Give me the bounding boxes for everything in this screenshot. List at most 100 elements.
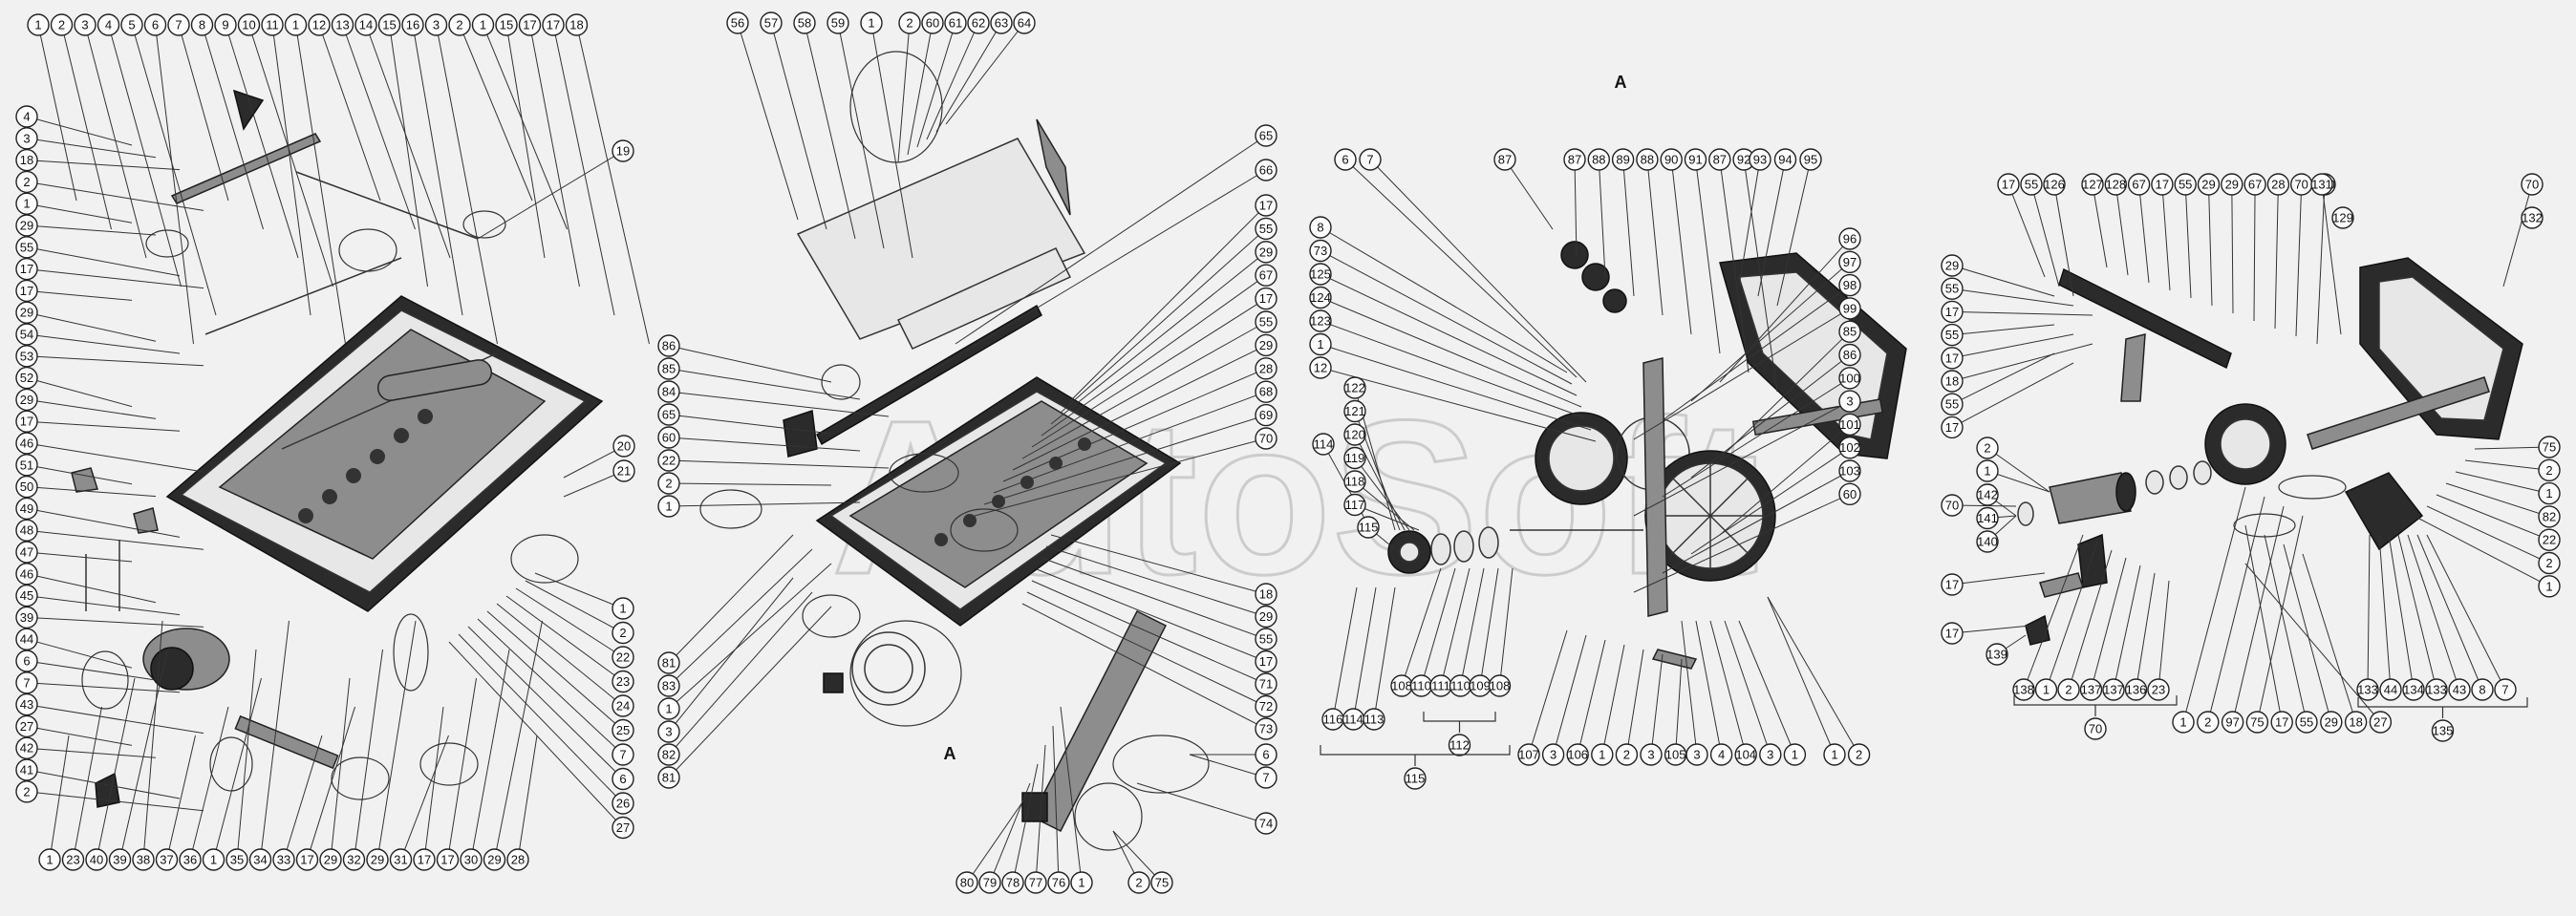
part-callout[interactable]: 1 [1783, 743, 1807, 766]
part-callout[interactable]: 132 [2521, 206, 2544, 229]
part-callout[interactable]: 41 [15, 758, 38, 781]
part-callout[interactable]: 17 [1941, 622, 1964, 645]
part-callout[interactable]: 1 [612, 597, 634, 620]
part-callout[interactable]: 88 [1636, 148, 1659, 171]
part-callout[interactable]: 53 [15, 345, 38, 368]
part-callout[interactable]: 33 [272, 848, 295, 871]
part-callout[interactable]: 3 [1640, 743, 1663, 766]
part-callout[interactable]: 29 [2320, 711, 2343, 734]
part-callout[interactable]: 37 [155, 848, 179, 871]
part-callout[interactable]: 133 [2425, 678, 2448, 701]
part-callout[interactable]: 11 [261, 13, 284, 36]
part-callout[interactable]: 22 [657, 449, 680, 472]
part-callout[interactable]: 27 [612, 816, 634, 840]
part-callout[interactable]: 70 [1255, 427, 1277, 450]
part-callout[interactable]: 7 [1359, 148, 1382, 171]
part-callout[interactable]: 50 [15, 475, 38, 499]
part-callout[interactable]: 62 [967, 11, 990, 34]
part-callout[interactable]: 17 [1255, 194, 1277, 217]
part-callout[interactable]: 17 [1255, 287, 1277, 310]
part-callout[interactable]: 67 [2243, 173, 2266, 196]
part-callout[interactable]: 84 [657, 380, 680, 403]
part-callout[interactable]: 2 [657, 472, 680, 495]
part-callout[interactable]: 3 [74, 13, 97, 36]
part-callout[interactable]: 18 [15, 148, 38, 172]
part-callout[interactable]: 127 [2081, 173, 2104, 196]
part-callout[interactable]: 75 [2245, 711, 2269, 734]
part-callout[interactable]: 104 [1734, 743, 1757, 766]
part-callout[interactable]: 65 [657, 403, 680, 426]
part-callout[interactable]: 17 [1941, 347, 1964, 370]
part-callout[interactable]: 1 [1976, 459, 1999, 482]
part-callout[interactable]: 1 [2538, 575, 2561, 598]
part-callout[interactable]: 142 [1976, 483, 1999, 506]
part-callout[interactable]: 68 [1255, 380, 1277, 403]
part-callout[interactable]: 76 [1047, 871, 1070, 894]
part-callout[interactable]: 35 [225, 848, 248, 871]
part-callout[interactable]: 2 [2057, 678, 2080, 701]
part-callout[interactable]: 87 [1493, 148, 1516, 171]
part-callout[interactable]: 12 [1309, 356, 1332, 379]
part-callout[interactable]: 60 [1838, 482, 1861, 505]
part-callout[interactable]: 73 [1309, 239, 1332, 263]
part-callout[interactable]: 3 [1759, 743, 1782, 766]
part-callout[interactable]: 136 [2124, 678, 2148, 701]
part-callout[interactable]: 1 [860, 11, 883, 34]
part-callout[interactable]: 1 [1823, 743, 1846, 766]
part-callout[interactable]: 2 [1847, 743, 1871, 766]
part-callout[interactable]: 85 [1838, 320, 1861, 343]
part-callout[interactable]: 4 [15, 105, 38, 128]
part-callout[interactable]: 1 [284, 13, 308, 36]
part-callout[interactable]: 79 [978, 871, 1001, 894]
part-callout[interactable]: 1 [1591, 743, 1614, 766]
part-callout[interactable]: 52 [15, 366, 38, 390]
part-callout[interactable]: 1 [38, 848, 61, 871]
part-callout[interactable]: 17 [295, 848, 319, 871]
part-callout[interactable]: 38 [132, 848, 155, 871]
part-callout[interactable]: 129 [2331, 206, 2354, 229]
part-callout[interactable]: 17 [542, 13, 565, 36]
part-callout[interactable]: 1 [2538, 481, 2561, 505]
part-callout[interactable]: 133 [2356, 678, 2379, 701]
part-callout[interactable]: 3 [1685, 743, 1708, 766]
part-callout[interactable]: 111 [1429, 674, 1452, 697]
part-callout[interactable]: 18 [2344, 711, 2368, 734]
part-callout[interactable]: 22 [612, 646, 634, 669]
part-callout[interactable]: 34 [248, 848, 272, 871]
part-callout[interactable]: 18 [1255, 583, 1277, 606]
part-callout[interactable]: 32 [342, 848, 366, 871]
part-callout[interactable]: 27 [15, 714, 38, 738]
part-callout[interactable]: 55 [1255, 628, 1277, 650]
part-callout[interactable]: 121 [1343, 399, 1366, 423]
part-callout[interactable]: 1 [27, 13, 50, 36]
part-callout[interactable]: 114 [1342, 708, 1365, 731]
part-callout[interactable]: 89 [1611, 148, 1635, 171]
part-callout[interactable]: 17 [15, 257, 38, 281]
part-callout[interactable]: 75 [2538, 436, 2561, 458]
part-callout[interactable]: 42 [15, 736, 38, 759]
part-callout[interactable]: 55 [2020, 173, 2043, 196]
part-callout[interactable]: 43 [15, 692, 38, 716]
part-callout[interactable]: 2 [2197, 711, 2220, 734]
part-callout[interactable]: 29 [15, 214, 38, 237]
part-callout[interactable]: 29 [319, 848, 342, 871]
part-callout[interactable]: 8 [190, 13, 214, 36]
part-callout[interactable]: 17 [436, 848, 460, 871]
part-callout[interactable]: 77 [1024, 871, 1047, 894]
part-callout[interactable]: 26 [612, 792, 634, 815]
part-callout[interactable]: 59 [826, 11, 849, 34]
part-callout[interactable]: 91 [1684, 148, 1707, 171]
part-callout[interactable]: 23 [2147, 678, 2170, 701]
part-callout[interactable]: 39 [108, 848, 132, 871]
part-callout[interactable]: 139 [1986, 643, 2008, 666]
part-callout[interactable]: 28 [1255, 357, 1277, 380]
part-callout[interactable]: 6 [15, 650, 38, 672]
part-callout[interactable]: 13 [331, 13, 354, 36]
part-callout[interactable]: 63 [990, 11, 1013, 34]
part-callout[interactable]: 44 [2379, 678, 2402, 701]
part-callout[interactable]: 1 [2034, 678, 2058, 701]
part-callout[interactable]: 6 [1255, 743, 1277, 766]
part-callout[interactable]: 87 [1708, 148, 1731, 171]
part-callout[interactable]: 55 [1255, 310, 1277, 333]
part-callout[interactable]: 4 [97, 13, 120, 36]
